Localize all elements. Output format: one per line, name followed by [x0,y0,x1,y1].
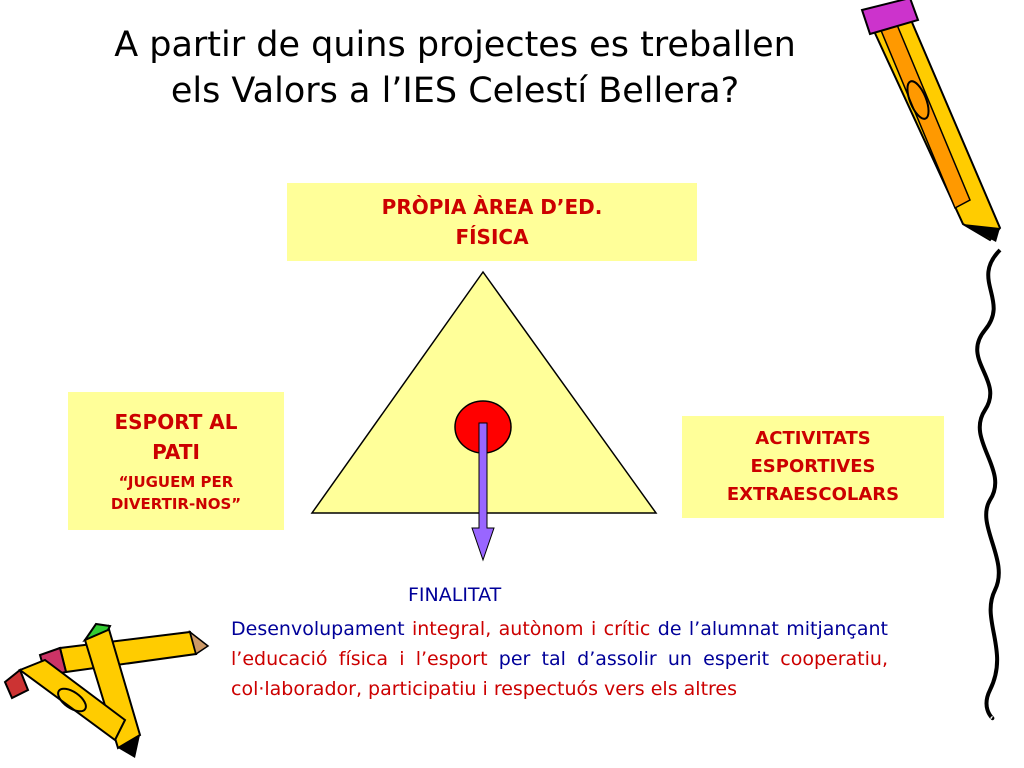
node-activitats-extraescolars: ACTIVITATS ESPORTIVES EXTRAESCOLARS [682,416,944,518]
finalitat-heading: FINALITAT [408,584,502,606]
finalitat-part-6: cooperatiu, col·laborador, participatiu … [231,648,888,700]
node-propia-area: PRÒPIA ÀREA D’ED. FÍSICA [287,183,697,261]
page-title: A partir de quins projectes es treballen… [40,22,870,114]
node-right-line-1: ACTIVITATS [755,428,871,449]
node-left-line-2: PATI [152,440,200,464]
node-left-sub-2: DIVERTIR-NOS” [110,495,242,513]
finalitat-part-2: integral, autònom i crític [411,618,651,640]
finalitat-part-3: de l’alumnat mitjançant [650,618,889,640]
arrow-down [471,422,495,562]
ribbon-line-icon [975,248,1002,721]
node-top-line-1: PRÒPIA ÀREA D’ED. [381,195,603,219]
crossed-pencils-icon [3,622,210,758]
pencil-icon [860,0,1002,242]
node-esport-al-pati: ESPORT AL PATI “JUGUEM PER DIVERTIR-NOS” [68,392,284,530]
finalitat-part-4: l’educació física i l’esport [231,648,488,670]
node-right-line-2: ESPORTIVES [750,456,876,477]
node-left-subtitle: “JUGUEM PER DIVERTIR-NOS” [111,471,241,515]
node-top-line-2: FÍSICA [455,225,529,249]
node-left-sub-1: “JUGUEM PER [118,473,234,491]
node-left-line-1: ESPORT AL [114,410,238,434]
finalitat-part-1: Desenvolupament [231,618,412,640]
title-line-1: A partir de quins projectes es treballen [114,25,796,65]
title-line-2: els Valors a l’IES Celestí Bellera? [170,71,740,111]
node-right-line-3: EXTRAESCOLARS [726,484,900,505]
finalitat-part-5: per tal d’assolir un esperit [487,648,781,670]
finalitat-text: Desenvolupament integral, autònom i crít… [231,614,888,704]
